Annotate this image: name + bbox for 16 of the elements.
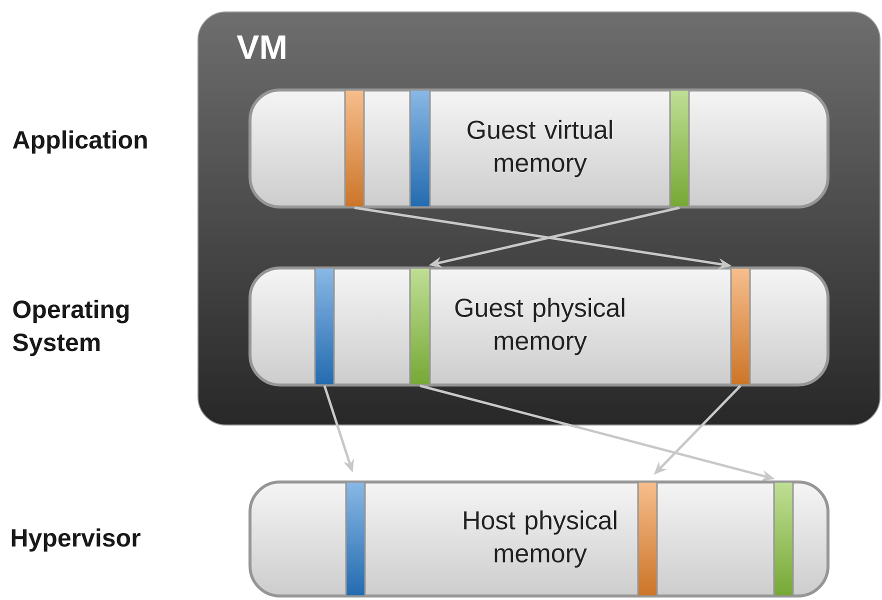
layer-label: Hypervisor — [12, 528, 140, 552]
page-stripe — [345, 481, 366, 597]
page-stripe — [669, 89, 690, 208]
page-stripe — [730, 267, 751, 386]
layer-label: Operating System — [12, 300, 129, 356]
page-stripe — [344, 89, 365, 208]
memory-bar — [248, 480, 830, 598]
page-stripe — [773, 481, 794, 597]
layer-label: Application — [12, 130, 147, 154]
page-stripe — [637, 481, 658, 597]
memory-label: Guest physical memory — [455, 298, 624, 356]
memory-label: Guest virtual memory — [468, 120, 612, 178]
page-stripe — [409, 267, 431, 386]
page-stripe — [314, 267, 335, 386]
memory-label: Host physical memory — [464, 510, 616, 568]
page-stripe — [409, 89, 431, 208]
